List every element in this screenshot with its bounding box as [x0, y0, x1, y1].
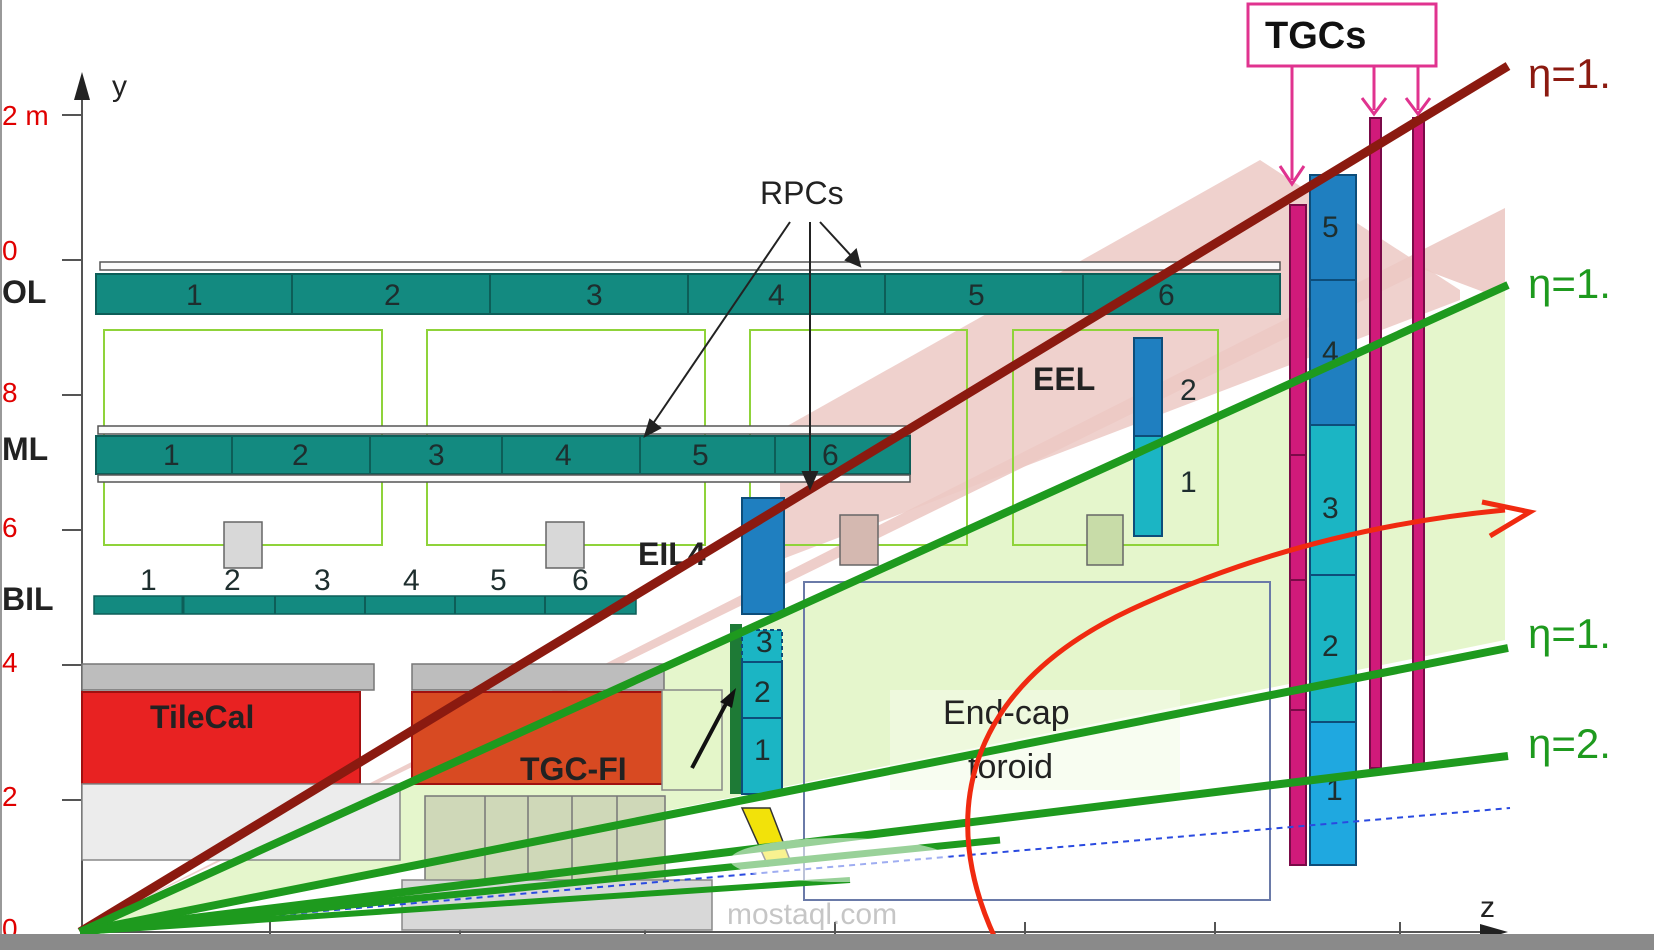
eel-segment-label: 2 — [1180, 374, 1197, 407]
bil-station-label: BIL — [2, 581, 54, 617]
particle-track — [965, 499, 1537, 940]
tgcs-callout-label: TGCs — [1265, 15, 1366, 57]
tgc-fi-label: TGC-FI — [520, 751, 627, 787]
small-wheel-segment-label: 2 — [754, 676, 771, 709]
y-axis-label: y — [112, 70, 127, 103]
bml-segment-label: 5 — [692, 439, 709, 472]
bottom-scroll-strip — [0, 934, 1654, 950]
rpcs-callout-label: RPCs — [760, 175, 844, 211]
small-wheel-segment-label: 1 — [754, 734, 771, 767]
rpcs-pointer-arrows — [643, 221, 862, 491]
big-wheel-segment-label: 5 — [1322, 211, 1339, 244]
bml-station-label: ML — [2, 431, 48, 467]
big-wheel-segment-label: 3 — [1322, 492, 1339, 525]
watermark-text: mostaql.com — [727, 898, 897, 931]
eel-segment-label: 1 — [1180, 466, 1197, 499]
grey-support-blocks — [223, 514, 1124, 569]
big-wheel-segment-label: 1 — [1326, 774, 1343, 807]
bol-segment-label: 5 — [968, 279, 985, 312]
z-axis-label: z — [1480, 891, 1495, 924]
eta-label: η=2. — [1528, 720, 1611, 767]
eel-station-label: EEL — [1033, 361, 1095, 397]
watermark: mostaql.com — [727, 838, 950, 931]
small-wheel-chambers: 3 2 1 — [730, 624, 791, 867]
bil-segment-label: 6 — [572, 564, 589, 597]
eel-chamber: 2 1 — [1133, 337, 1197, 537]
bml-segment-label: 4 — [555, 439, 572, 472]
eil4-station-label: EIL4 — [638, 536, 706, 572]
small-wheel-segment-label: 3 — [756, 626, 773, 659]
bml-segment-label: 1 — [163, 439, 180, 472]
eta-label: η=1. — [1528, 610, 1611, 657]
bil-segment-label: 3 — [314, 564, 331, 597]
big-wheel-segment-label: 2 — [1322, 630, 1339, 663]
y-tick-label: 2 m — [2, 100, 49, 131]
bil-segment-label: 2 — [224, 564, 241, 597]
tgcs-callout: TGCs — [1246, 2, 1438, 187]
bml-segment-label: 3 — [428, 439, 445, 472]
bol-segment-label: 6 — [1158, 279, 1175, 312]
y-tick-label: 8 — [2, 377, 18, 408]
endcap-toroid-label-line1: End-cap — [943, 694, 1070, 732]
bil-segment-label: 5 — [490, 564, 507, 597]
tgc-fi-arrow — [690, 688, 736, 769]
y-tick-label: 2 — [2, 781, 18, 812]
bol-station-row: 1 2 3 4 5 6 — [95, 261, 1281, 315]
eta-label: η=1. — [1528, 260, 1611, 307]
bol-segment-label: 2 — [384, 279, 401, 312]
bml-segment-label: 2 — [292, 439, 309, 472]
bol-segment-label: 1 — [186, 279, 203, 312]
bil-segment-label: 4 — [403, 564, 420, 597]
y-tick-label: 6 — [2, 512, 18, 543]
tilecal-label: TileCal — [150, 699, 254, 735]
y-tick-label: 4 — [2, 647, 18, 678]
bml-segment-label: 6 — [822, 439, 839, 472]
bol-segment-label: 4 — [768, 279, 785, 312]
bil-station-row: 1 2 3 4 5 6 — [93, 564, 637, 615]
bml-station-row: 1 2 3 4 5 6 — [95, 425, 911, 483]
bol-segment-label: 3 — [586, 279, 603, 312]
y-tick-label: 0 — [2, 235, 18, 266]
eta-label: η=1. — [1528, 50, 1611, 97]
bil-segment-label: 1 — [140, 564, 157, 597]
bol-station-label: OL — [2, 274, 46, 310]
